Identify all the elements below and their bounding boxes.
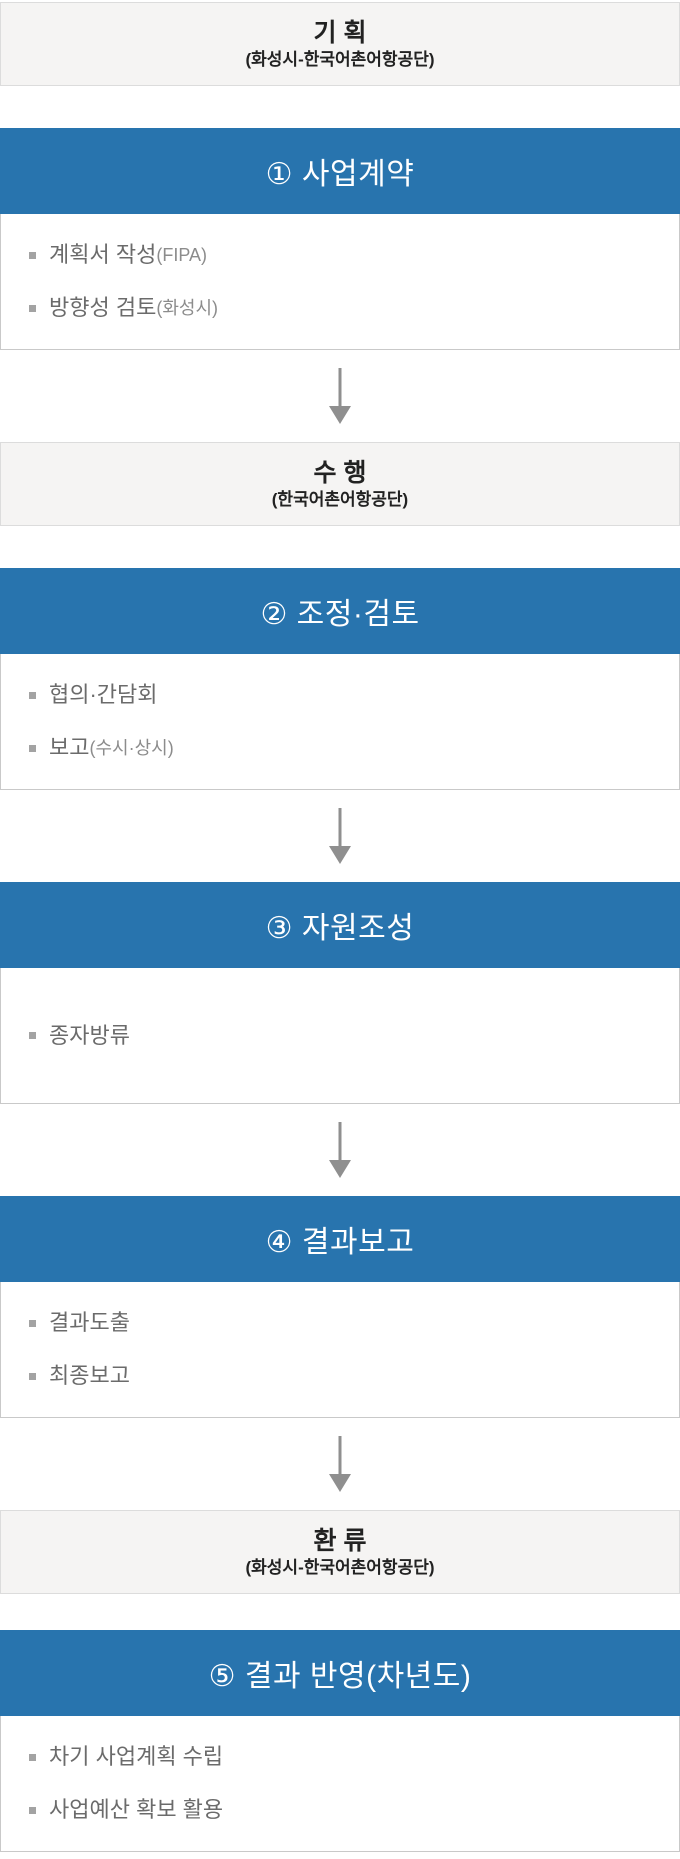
step-item: 사업예산 확보 활용: [29, 1799, 679, 1821]
arrow-down-icon: [329, 1436, 351, 1492]
step-item-text: 최종보고: [49, 1363, 130, 1388]
square-bullet-icon: [29, 744, 36, 752]
flow-connector: [0, 350, 680, 442]
arrow-down-icon: [329, 1122, 351, 1178]
flow-connector: [0, 1104, 680, 1196]
step-item-text: 차기 사업계획 수립: [49, 1744, 224, 1769]
step-item-text: 방향성 검토: [49, 295, 157, 320]
step-body: 계획서 작성 (FIPA) 방향성 검토 (화성시): [0, 214, 680, 350]
step-item: 차기 사업계획 수립: [29, 1746, 679, 1768]
step-section-5: ⑤ 결과 반영(차년도) 차기 사업계획 수립 사업예산 확보 활용: [0, 1630, 680, 1852]
stage-box-plan: 기 획 (화성시-한국어촌어항공단): [0, 2, 680, 86]
arrow-down-icon: [329, 368, 351, 424]
step-body: 종자방류: [0, 968, 680, 1104]
square-bullet-icon: [29, 304, 36, 312]
square-bullet-icon: [29, 1806, 36, 1814]
step-section-3: ③ 자원조성 종자방류: [0, 882, 680, 1104]
step-body: 협의·간담회 보고 (수시·상시): [0, 654, 680, 790]
step-body: 차기 사업계획 수립 사업예산 확보 활용: [0, 1716, 680, 1852]
step-item: 결과도출: [29, 1312, 679, 1334]
square-bullet-icon: [29, 1372, 36, 1380]
step-item-text: 사업예산 확보 활용: [49, 1797, 224, 1822]
step-header: ③ 자원조성: [0, 882, 680, 968]
stage-box-feedback: 환 류 (화성시-한국어촌어항공단): [0, 1510, 680, 1594]
flow-connector: [0, 1418, 680, 1510]
step-item: 방향성 검토 (화성시): [29, 297, 679, 319]
stage-subtitle: (화성시-한국어촌어항공단): [245, 1557, 435, 1577]
step-section-2: ② 조정·검토 협의·간담회 보고 (수시·상시): [0, 568, 680, 790]
square-bullet-icon: [29, 1753, 36, 1761]
step-item-text: 계획서 작성: [49, 242, 157, 267]
step-item: 계획서 작성 (FIPA): [29, 244, 679, 266]
step-item-note: (FIPA): [156, 245, 207, 265]
stage-subtitle: (한국어촌어항공단): [271, 489, 409, 509]
step-item: 협의·간담회: [29, 684, 679, 706]
flow-connector: [0, 790, 680, 882]
step-header: ① 사업계약: [0, 128, 680, 214]
step-item: 보고 (수시·상시): [29, 737, 679, 759]
square-bullet-icon: [29, 691, 36, 699]
step-item-text: 종자방류: [49, 1022, 130, 1048]
step-item-note: (수시·상시): [89, 738, 174, 758]
step-body: 결과도출 최종보고: [0, 1282, 680, 1418]
stage-box-execute: 수 행 (한국어촌어항공단): [0, 442, 680, 526]
square-bullet-icon: [29, 1032, 36, 1039]
step-item-note: (화성시): [156, 298, 218, 318]
step-item: 종자방류: [29, 1022, 679, 1048]
arrow-down-icon: [329, 808, 351, 864]
stage-subtitle: (화성시-한국어촌어항공단): [245, 49, 435, 69]
step-item: 최종보고: [29, 1365, 679, 1387]
stage-title: 기 획: [313, 18, 367, 47]
step-item-text: 보고: [49, 735, 90, 760]
square-bullet-icon: [29, 251, 36, 259]
stage-title: 환 류: [313, 1526, 367, 1555]
step-header: ② 조정·검토: [0, 568, 680, 654]
step-section-1: ① 사업계약 계획서 작성 (FIPA) 방향성 검토 (화성시): [0, 128, 680, 350]
step-section-4: ④ 결과보고 결과도출 최종보고: [0, 1196, 680, 1418]
step-header: ⑤ 결과 반영(차년도): [0, 1630, 680, 1716]
step-header: ④ 결과보고: [0, 1196, 680, 1282]
stage-title: 수 행: [313, 458, 367, 487]
step-item-text: 결과도출: [49, 1310, 130, 1335]
step-item-text: 협의·간담회: [49, 682, 158, 707]
square-bullet-icon: [29, 1319, 36, 1327]
